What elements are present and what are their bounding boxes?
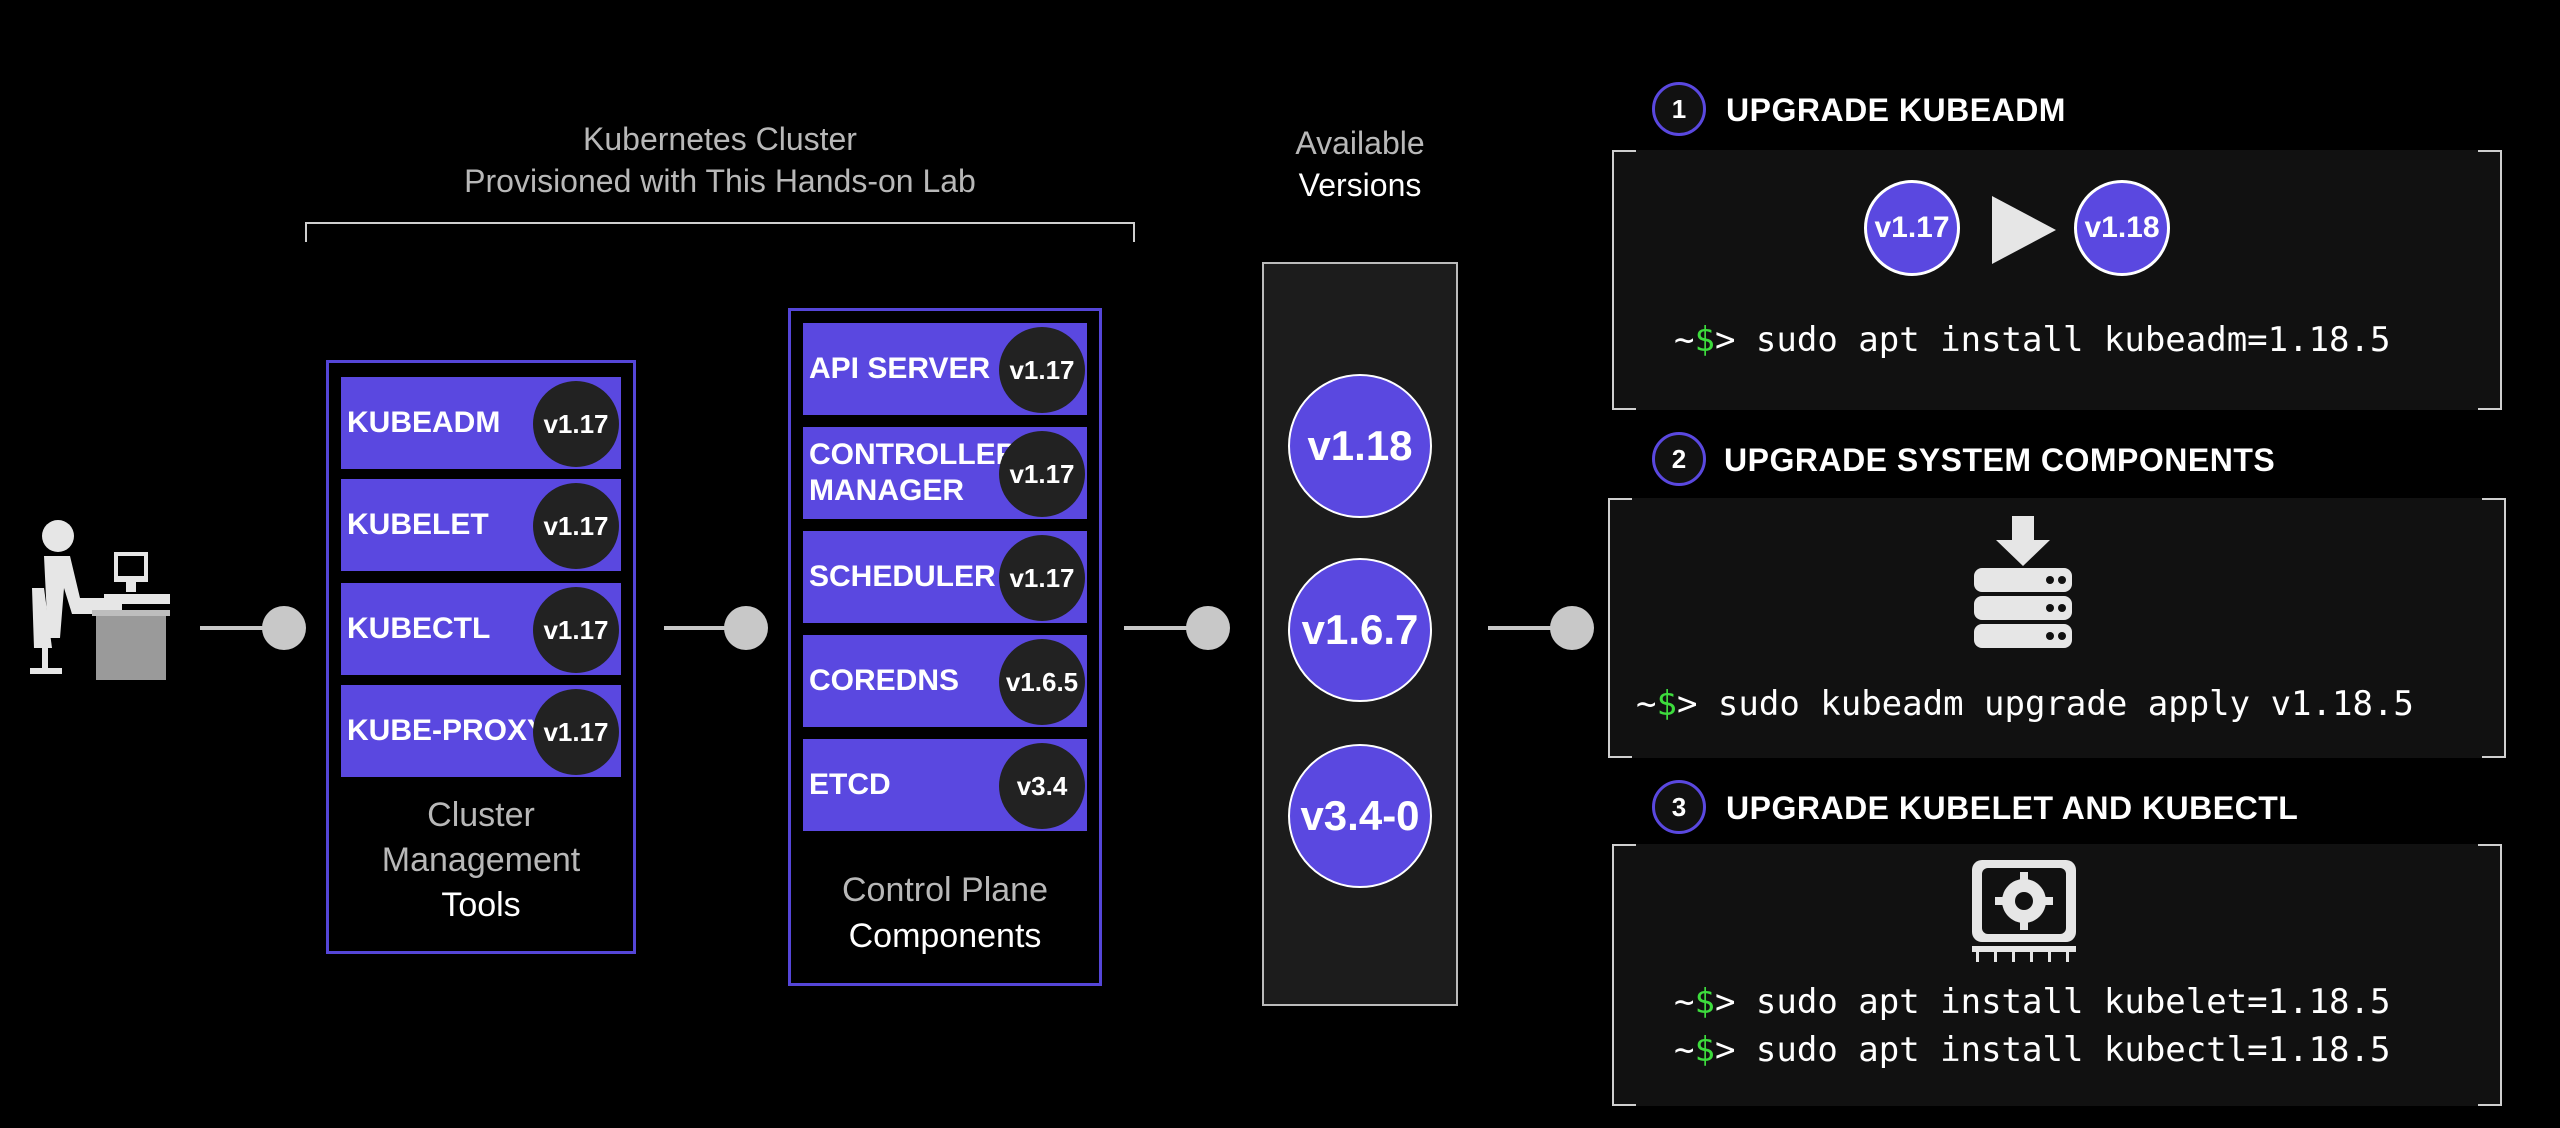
caption-line2: Components [848,917,1042,955]
available-line1: Available [1295,125,1425,161]
cluster-tools-panel: KUBEADM v1.17 KUBELET v1.17 KUBECTL v1.1… [326,360,636,954]
tool-row-kubelet: KUBELET v1.17 [341,479,621,571]
prompt-dollar: $ [1694,320,1715,360]
connector-line-1 [200,626,284,630]
prompt-dollar: $ [1656,684,1677,724]
user-at-computer-icon [30,520,170,680]
control-plane-panel: API SERVER v1.17 CONTROLLER MANAGER v1.1… [788,308,1102,986]
prompt-tilde: ~ [1674,320,1695,360]
tool-label: KUBECTL [347,612,491,645]
prompt-tilde: ~ [1674,1030,1695,1070]
version-badge: v3.4 [999,743,1085,829]
component-label: SCHEDULER [809,560,996,593]
component-row-coredns: COREDNS v1.6.5 [803,635,1087,727]
step-1-box: v1.17 v1.18 ~$> sudo apt install kubeadm… [1612,150,2502,410]
caption-line3: Tools [441,886,521,924]
control-plane-caption: Control Plane Components [791,867,1099,959]
caption-line1: Control Plane [841,871,1048,909]
tool-label: KUBE-PROXY [347,714,548,747]
version-badge: v1.17 [533,381,619,467]
step-2-number: 2 [1652,432,1706,486]
connector-line-4 [1488,626,1572,630]
caption-line2: Management [381,841,581,879]
version-badge: v1.17 [533,587,619,673]
prompt-tilde: ~ [1636,684,1657,724]
version-badge: v1.17 [999,327,1085,413]
cluster-bracket [305,222,1135,242]
connector-dot-2 [724,606,768,650]
component-row-etcd: ETCD v3.4 [803,739,1087,831]
step-2-command: ~$> sudo kubeadm upgrade apply v1.18.5 [1636,684,2414,724]
connector-dot-4 [1550,606,1594,650]
cluster-tools-caption: Cluster Management Tools [329,793,633,928]
component-label: COREDNS [809,664,960,697]
cluster-title: Kubernetes Cluster Provisioned with This… [400,118,1040,202]
command-text: > sudo apt install kubectl=1.18.5 [1714,1030,2391,1070]
cluster-title-line2: Provisioned with This Hands-on Lab [464,163,976,199]
component-row-scheduler: SCHEDULER v1.17 [803,531,1087,623]
step-3-number: 3 [1652,780,1706,834]
step-3-title: UPGRADE KUBELET AND KUBECTL [1726,790,2299,826]
version-badge: v1.17 [999,535,1085,621]
step-1-title: UPGRADE KUBEADM [1726,92,2066,128]
component-row-api-server: API SERVER v1.17 [803,323,1087,415]
step-1-number: 1 [1652,82,1706,136]
prompt-dollar: $ [1694,982,1715,1022]
step-1-to-version: v1.18 [2074,180,2170,276]
settings-panel-icon [1972,860,2076,962]
step-2-box: ~$> sudo kubeadm upgrade apply v1.18.5 [1608,498,2506,758]
version-badge: v1.17 [533,483,619,569]
prompt-dollar: $ [1694,1030,1715,1070]
step-1-from-version: v1.17 [1864,180,1960,276]
component-label: CONTROLLER MANAGER [809,438,1018,507]
step-3-box: ~$> sudo apt install kubelet=1.18.5 ~$> … [1612,844,2502,1106]
step-2-title: UPGRADE SYSTEM COMPONENTS [1724,442,2276,478]
component-row-controller-manager: CONTROLLER MANAGER v1.17 [803,427,1087,519]
component-label: API SERVER [809,352,991,385]
available-title: Available Versions [1232,122,1488,206]
command-text: > sudo apt install kubelet=1.18.5 [1714,982,2391,1022]
tool-row-kube-proxy: KUBE-PROXY v1.17 [341,685,621,777]
available-version-1: v1.18 [1288,374,1432,518]
available-versions-bottom-bracket [1262,990,1458,1006]
tool-row-kubectl: KUBECTL v1.17 [341,583,621,675]
caption-line1: Cluster [427,796,535,834]
connector-dot-3 [1186,606,1230,650]
command-text: > sudo apt install kubeadm=1.18.5 [1714,320,2391,360]
connector-line-3 [1124,626,1208,630]
step-3-command-1: ~$> sudo apt install kubelet=1.18.5 [1674,982,2390,1022]
version-badge: v1.6.5 [999,639,1085,725]
cluster-title-line1: Kubernetes Cluster [583,121,857,157]
tool-row-kubeadm: KUBEADM v1.17 [341,377,621,469]
tool-label: KUBEADM [347,406,501,439]
download-server-icon [1974,516,2072,648]
tool-label: KUBELET [347,508,489,541]
step-1-command: ~$> sudo apt install kubeadm=1.18.5 [1674,320,2390,360]
prompt-tilde: ~ [1674,982,1695,1022]
available-version-2: v1.6.7 [1288,558,1432,702]
play-arrow-icon [1992,196,2056,264]
version-badge: v1.17 [533,689,619,775]
step-3-command-2: ~$> sudo apt install kubectl=1.18.5 [1674,1030,2390,1070]
connector-dot-1 [262,606,306,650]
version-badge: v1.17 [999,431,1085,517]
available-version-3: v3.4-0 [1288,744,1432,888]
connector-line-2 [664,626,748,630]
available-line2: Versions [1298,167,1422,203]
command-text: > sudo kubeadm upgrade apply v1.18.5 [1676,684,2414,724]
component-label: ETCD [809,768,891,801]
